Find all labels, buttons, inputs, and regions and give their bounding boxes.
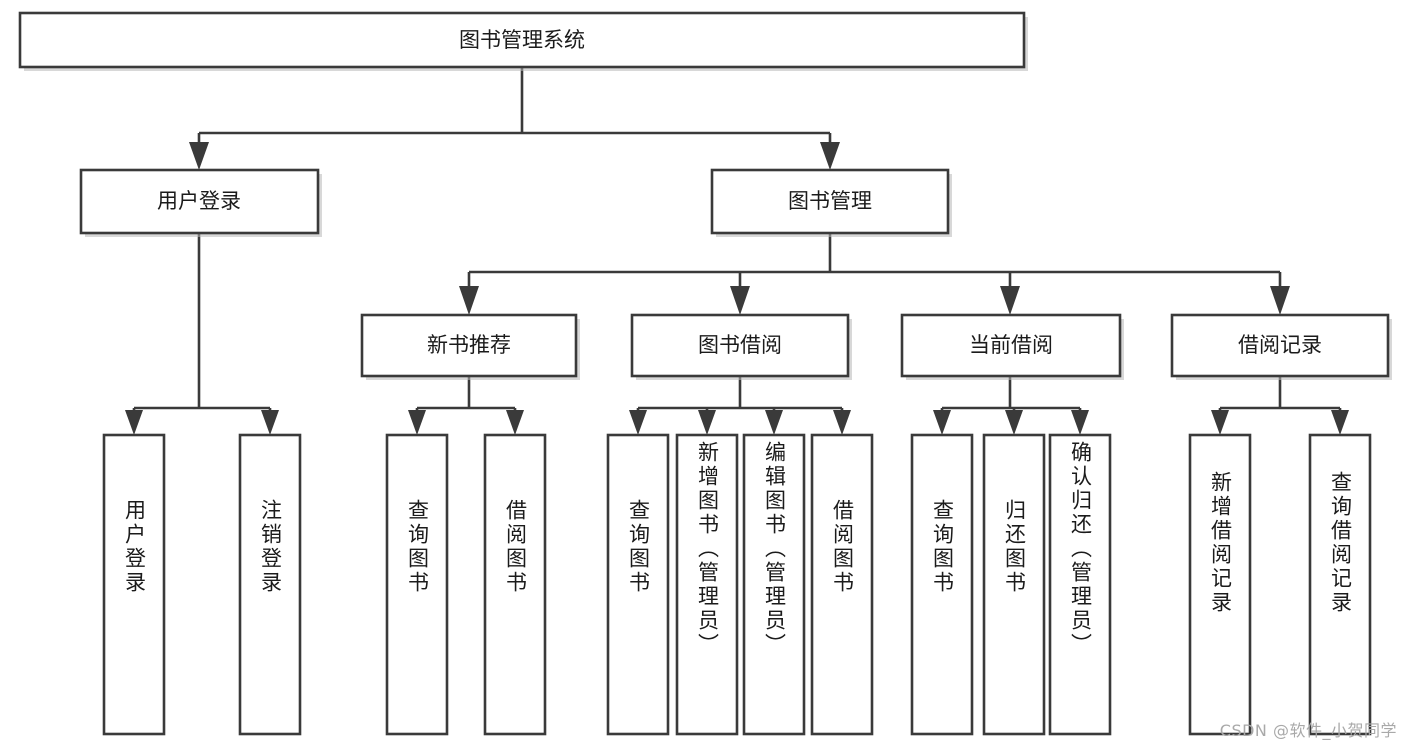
arrow-head-icon-new-book [459, 286, 479, 315]
arrow-head-icon-leaf-add-record [1211, 410, 1229, 435]
leaf-query-book-2-rect[interactable] [606, 433, 670, 736]
arrow-head-icon-leaf-edit-book [765, 410, 783, 435]
arrow-head-icon-leaf-return-book [1005, 410, 1023, 435]
arrow-head-icon-leaf-query-record [1331, 410, 1349, 435]
connector-group-current-borrow [933, 376, 1089, 435]
leaf-query-borrow-record-rect[interactable] [1308, 433, 1372, 736]
node-user-login[interactable]: 用户登录 [79, 168, 322, 237]
leaf-user-login-rect[interactable] [102, 433, 166, 736]
node-book-borrow[interactable]: 图书借阅 [630, 313, 852, 380]
node-root[interactable]: 图书管理系统 [18, 11, 1028, 71]
arrow-head-icon-book-manage [820, 142, 840, 170]
arrow-head-icon-book-borrow [730, 286, 750, 315]
node-new-book-recommend-label: 新书推荐 [427, 333, 511, 357]
leaf-rect-group [102, 433, 1372, 736]
leaf-edit-book-admin-rect[interactable] [742, 433, 806, 736]
leaf-add-borrow-record-rect[interactable] [1188, 433, 1252, 736]
leaf-borrow-book-1-rect[interactable] [483, 433, 547, 736]
node-current-borrow[interactable]: 当前借阅 [900, 313, 1124, 380]
node-borrow-record-label: 借阅记录 [1238, 333, 1322, 357]
node-book-manage-label: 图书管理 [788, 189, 872, 213]
node-root-rect[interactable] [18, 11, 1026, 69]
arrow-head-icon-leaf-query-book-2 [629, 410, 647, 435]
connector-group-new-book [408, 376, 524, 435]
arrow-head-icon-leaf-query-book-1 [408, 410, 426, 435]
arrow-head-icon-leaf-query-book-3 [933, 410, 951, 435]
node-current-borrow-label: 当前借阅 [969, 333, 1053, 357]
arrow-head-icon-current-borrow [1000, 286, 1020, 315]
node-borrow-record-rect[interactable] [1170, 313, 1390, 378]
leaf-return-book-rect[interactable] [982, 433, 1046, 736]
node-book-manage[interactable]: 图书管理 [710, 168, 952, 237]
node-user-login-rect[interactable] [79, 168, 320, 235]
arrow-head-icon-leaf-confirm-return [1071, 410, 1089, 435]
node-book-borrow-label: 图书借阅 [698, 333, 782, 357]
leaf-logout-rect[interactable] [238, 433, 302, 736]
arrow-head-icon-leaf-user-login [125, 410, 143, 435]
node-book-manage-rect[interactable] [710, 168, 950, 235]
node-new-book-recommend-rect[interactable] [360, 313, 578, 378]
arrow-head-icon-borrow-record [1270, 286, 1290, 315]
leaf-query-book-1-rect[interactable] [385, 433, 449, 736]
leaf-add-book-admin-rect[interactable] [675, 433, 739, 736]
node-user-login-label: 用户登录 [157, 189, 241, 213]
connector-group-book-manage [459, 233, 1290, 315]
leaf-query-book-3-rect[interactable] [910, 433, 974, 736]
node-book-borrow-rect[interactable] [630, 313, 850, 378]
connector-group-root [189, 67, 840, 170]
arrow-head-icon-leaf-borrow-book-2 [833, 410, 851, 435]
connector-group-borrow-record [1211, 376, 1349, 435]
arrow-head-icon-leaf-logout [261, 410, 279, 435]
arrow-head-icon-leaf-add-book [698, 410, 716, 435]
arrow-head-icon-leaf-borrow-book-1 [506, 410, 524, 435]
connector-group-book-borrow [629, 376, 851, 435]
node-root-label: 图书管理系统 [459, 28, 585, 52]
connector-group-user-login [125, 233, 279, 435]
leaf-borrow-book-2-rect[interactable] [810, 433, 874, 736]
node-current-borrow-rect[interactable] [900, 313, 1122, 378]
csdn-watermark: CSDN @软件_小贺同学 [1219, 721, 1397, 740]
arrow-head-icon-user-login [189, 142, 209, 170]
node-new-book-recommend[interactable]: 新书推荐 [360, 313, 580, 380]
node-borrow-record[interactable]: 借阅记录 [1170, 313, 1392, 380]
leaf-confirm-return-admin-rect[interactable] [1048, 433, 1112, 736]
